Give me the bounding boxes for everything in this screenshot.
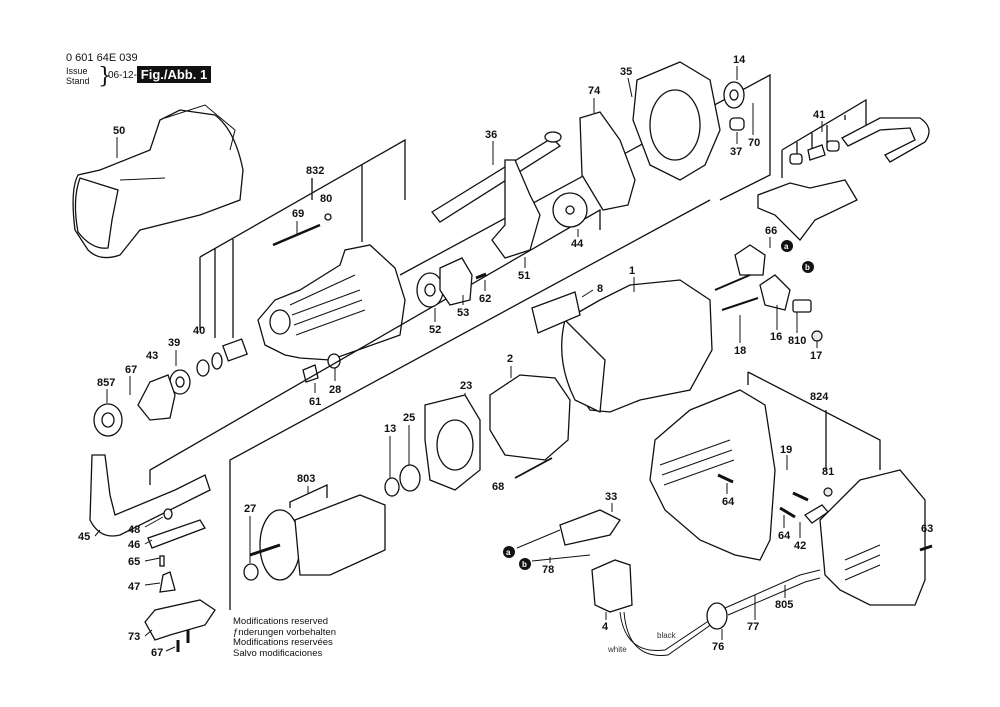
label-36: 36 bbox=[485, 129, 497, 141]
label-41: 41 bbox=[813, 109, 825, 121]
connector-b-marker-top bbox=[802, 261, 814, 273]
label-76: 76 bbox=[712, 641, 724, 653]
label-67b: 67 bbox=[151, 647, 163, 659]
label-78: 78 bbox=[542, 564, 554, 576]
issue-label: Issue bbox=[66, 66, 88, 76]
label-48: 48 bbox=[128, 524, 140, 536]
modifications-notice: Modifications reserved ƒnderungen vorbeh… bbox=[233, 616, 337, 659]
label-44: 44 bbox=[571, 238, 584, 250]
label-80: 80 bbox=[320, 193, 332, 205]
label-4: 4 bbox=[602, 621, 609, 633]
label-64a: 64 bbox=[722, 496, 735, 508]
brace-glyph: } bbox=[98, 64, 112, 89]
connector-b-label-bottom: b bbox=[522, 560, 527, 569]
label-8: 8 bbox=[597, 283, 603, 295]
label-824: 824 bbox=[810, 391, 829, 403]
label-2: 2 bbox=[507, 353, 513, 365]
connector-b-label-top: b bbox=[805, 263, 810, 272]
label-23: 23 bbox=[460, 380, 472, 392]
label-65: 65 bbox=[128, 556, 140, 568]
part-number: 0 601 64E 039 bbox=[66, 52, 138, 64]
label-81: 81 bbox=[822, 466, 834, 478]
figure-badge: Fig./Abb. 1 bbox=[137, 66, 211, 83]
label-25: 25 bbox=[403, 412, 415, 424]
label-37: 37 bbox=[730, 146, 742, 158]
label-73: 73 bbox=[128, 631, 140, 643]
label-17: 17 bbox=[810, 350, 822, 362]
connector-a-marker-top bbox=[781, 240, 793, 252]
label-18: 18 bbox=[734, 345, 746, 357]
label-35: 35 bbox=[620, 66, 632, 78]
connector-a-label-bottom: a bbox=[506, 548, 511, 557]
issue-stand-label: Issue Stand bbox=[66, 66, 90, 86]
label-64b: 64 bbox=[778, 530, 791, 542]
label-42: 42 bbox=[794, 540, 806, 552]
connector-a-label-top: a bbox=[784, 242, 789, 251]
modifications-fr: Modifications reservées bbox=[233, 637, 333, 648]
wire-label-white: white bbox=[607, 645, 627, 654]
label-62: 62 bbox=[479, 293, 491, 305]
wire-label-black: black bbox=[657, 631, 677, 640]
label-27: 27 bbox=[244, 503, 256, 515]
label-28: 28 bbox=[329, 384, 341, 396]
label-40: 40 bbox=[193, 325, 205, 337]
label-50: 50 bbox=[113, 125, 125, 137]
label-832: 832 bbox=[306, 165, 324, 177]
label-77: 77 bbox=[747, 621, 759, 633]
label-1: 1 bbox=[629, 265, 635, 277]
label-69: 69 bbox=[292, 208, 304, 220]
label-19: 19 bbox=[780, 444, 792, 456]
label-39: 39 bbox=[168, 337, 180, 349]
label-74: 74 bbox=[588, 85, 601, 97]
label-14: 14 bbox=[733, 54, 746, 66]
connector-a-marker-bottom bbox=[503, 546, 515, 558]
label-857: 857 bbox=[97, 377, 115, 389]
label-46: 46 bbox=[128, 539, 140, 551]
label-51: 51 bbox=[518, 270, 530, 282]
label-43: 43 bbox=[146, 350, 158, 362]
label-803: 803 bbox=[297, 473, 315, 485]
label-67a: 67 bbox=[125, 364, 137, 376]
label-805: 805 bbox=[775, 599, 793, 611]
stand-label: Stand bbox=[66, 76, 90, 86]
connector-b-marker-bottom bbox=[519, 558, 531, 570]
label-53: 53 bbox=[457, 307, 469, 319]
label-47: 47 bbox=[128, 581, 140, 593]
label-33: 33 bbox=[605, 491, 617, 503]
label-810: 810 bbox=[788, 335, 806, 347]
label-70: 70 bbox=[748, 137, 760, 149]
issue-date: 06-12-06 bbox=[108, 70, 149, 81]
label-66: 66 bbox=[765, 225, 777, 237]
label-13: 13 bbox=[384, 423, 396, 435]
modifications-es: Salvo modificaciones bbox=[233, 647, 323, 659]
label-63: 63 bbox=[921, 523, 933, 535]
modifications-en: Modifications reserved bbox=[233, 616, 329, 627]
modifications-de: ƒnderungen vorbehalten bbox=[233, 626, 337, 638]
label-61: 61 bbox=[309, 396, 321, 408]
label-16: 16 bbox=[770, 331, 782, 343]
label-45: 45 bbox=[78, 531, 90, 543]
part-gear-housing bbox=[257, 244, 406, 361]
label-52: 52 bbox=[429, 324, 441, 336]
part-50-nose-cover bbox=[72, 104, 244, 259]
label-68: 68 bbox=[492, 481, 504, 493]
